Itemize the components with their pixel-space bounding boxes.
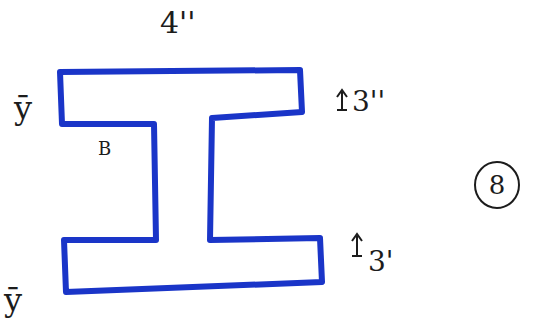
- point-label: B: [98, 140, 111, 158]
- i-beam-section: [60, 70, 322, 292]
- callout-circle: 8: [472, 160, 522, 210]
- dimension-marker: [337, 90, 347, 110]
- dimension-label: 3'': [352, 88, 385, 116]
- dimension-label: 3': [368, 248, 394, 276]
- centroid-symbol: ȳ: [4, 284, 22, 316]
- centroid-symbol: ȳ: [14, 92, 32, 124]
- callout-number: 8: [489, 172, 506, 198]
- dimension-marker: [352, 234, 362, 256]
- dimension-label: 4'': [160, 8, 196, 38]
